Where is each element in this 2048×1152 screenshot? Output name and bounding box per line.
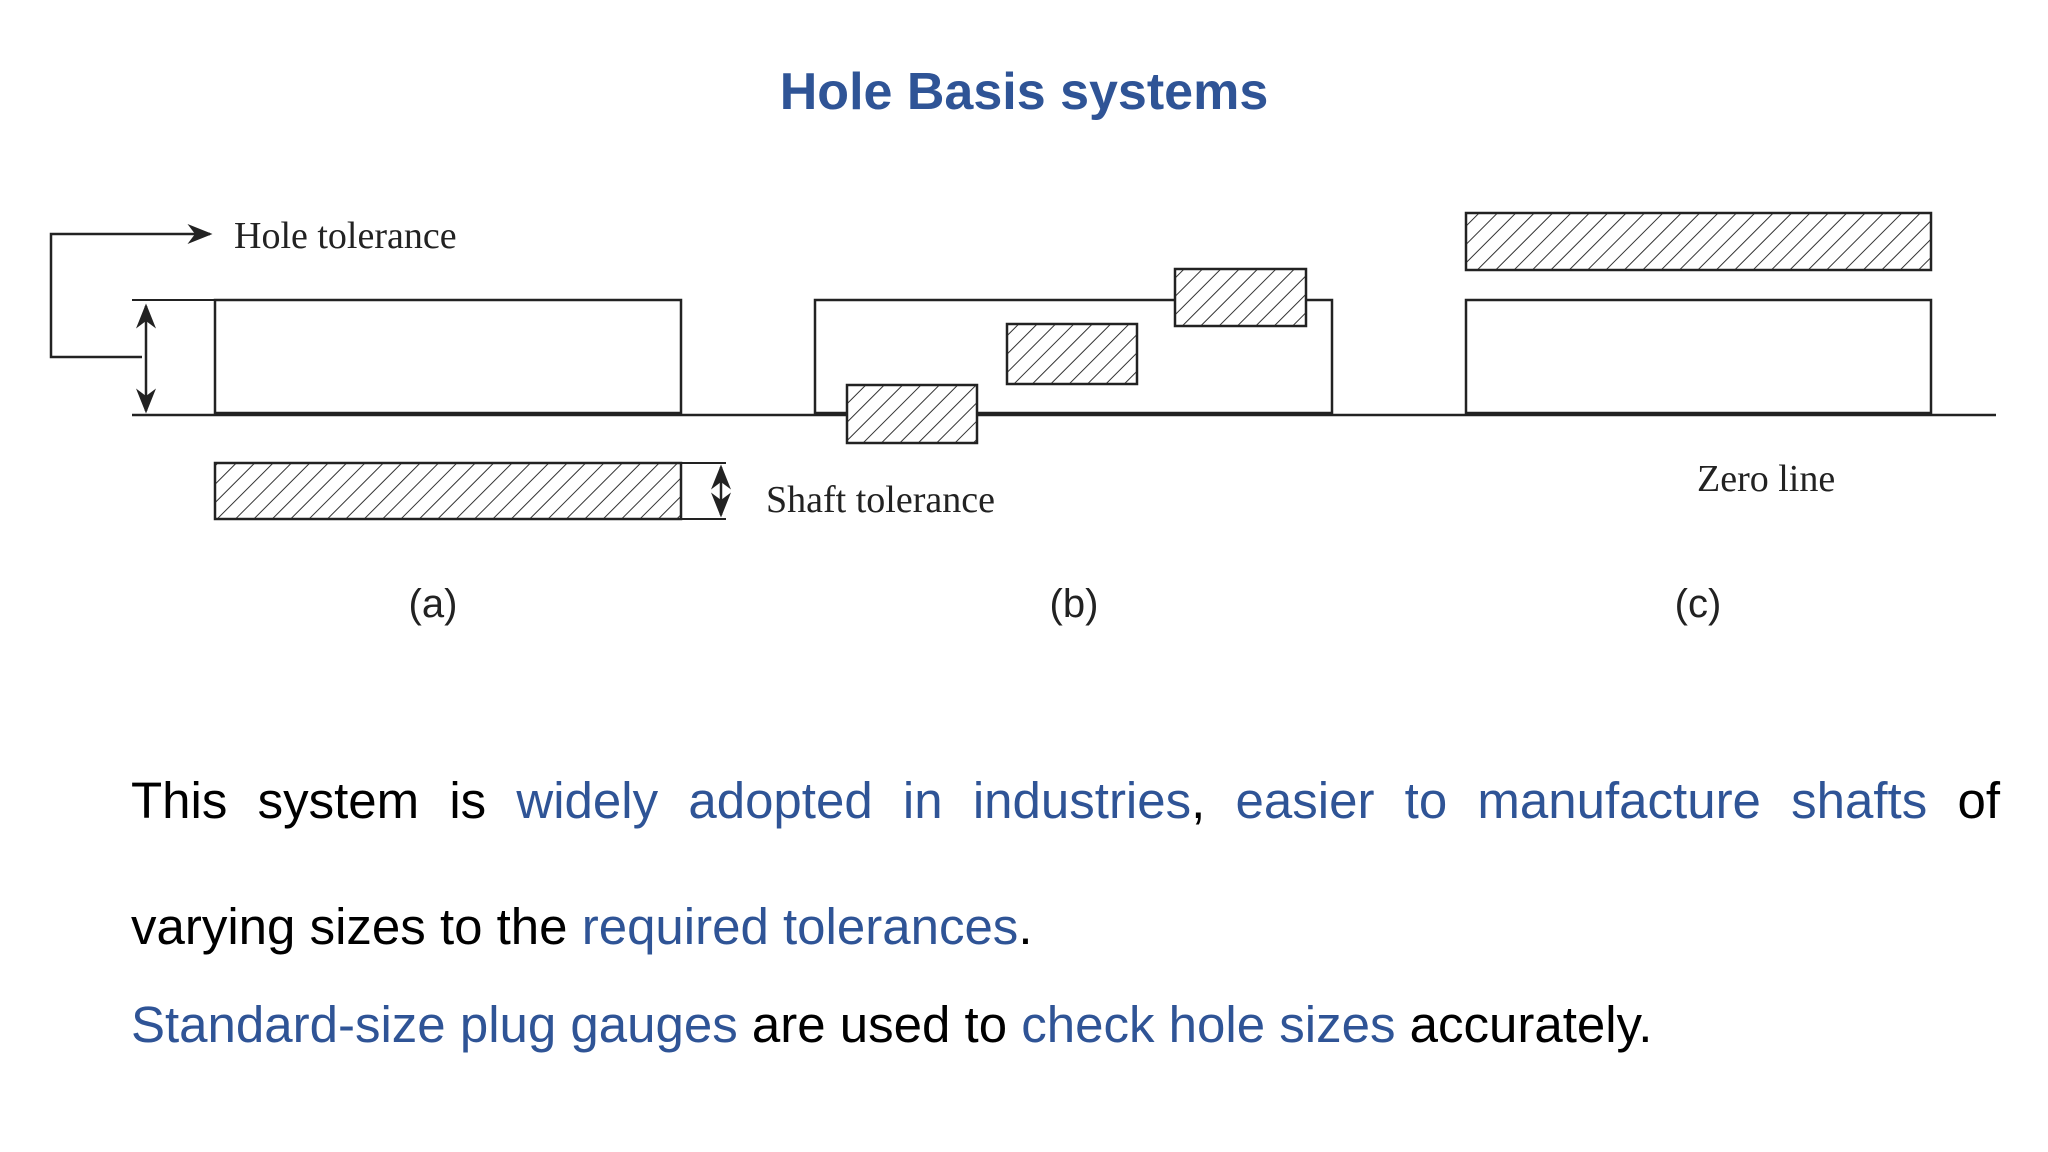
sub-label-a: (a) xyxy=(409,582,458,626)
zero-line-label: Zero line xyxy=(1697,458,1835,500)
highlight-phrase: Standard-size plug gauges xyxy=(131,996,738,1053)
shaft-tolerance-label: Shaft tolerance xyxy=(766,479,995,521)
paragraph-system-adoption: This system is widely adopted in industr… xyxy=(131,738,2000,990)
shaft-zone-b-1 xyxy=(845,383,979,445)
paragraph-plug-gauges: Standard-size plug gauges are used to ch… xyxy=(131,990,2000,1060)
text-segment: This system is xyxy=(131,772,517,829)
highlight-phrase: widely adopted in industries xyxy=(516,772,1192,829)
shaft-zone-a xyxy=(213,461,683,521)
sub-label-c: (c) xyxy=(1675,582,1722,626)
hole-tolerance-label: Hole tolerance xyxy=(234,215,457,257)
hole-basis-diagram: Hole tolerance Shaft tolerance Zero line… xyxy=(49,211,1996,626)
hole-zone-a xyxy=(213,298,683,415)
hole-tolerance-leader xyxy=(49,224,213,359)
slide-title: Hole Basis systems xyxy=(779,63,1269,121)
sub-label-b: (b) xyxy=(1050,582,1099,626)
text-segment: are used to xyxy=(737,996,1022,1053)
shaft-zone-b-2 xyxy=(1005,322,1139,386)
highlight-phrase: required tolerances xyxy=(581,898,1019,955)
shaft-zone-c xyxy=(1464,211,1933,272)
shaft-zone-b-3 xyxy=(1173,267,1308,328)
text-segment: of varying sizes to the xyxy=(131,772,2000,955)
highlight-phrase: check hole sizes xyxy=(1021,996,1396,1053)
highlight-phrase: easier to manufacture shafts xyxy=(1235,772,1928,829)
text-segment: accurately. xyxy=(1395,996,1653,1053)
text-segment: . xyxy=(1018,898,1033,955)
hole-zone-c xyxy=(1464,298,1933,415)
text-segment: , xyxy=(1191,772,1236,829)
